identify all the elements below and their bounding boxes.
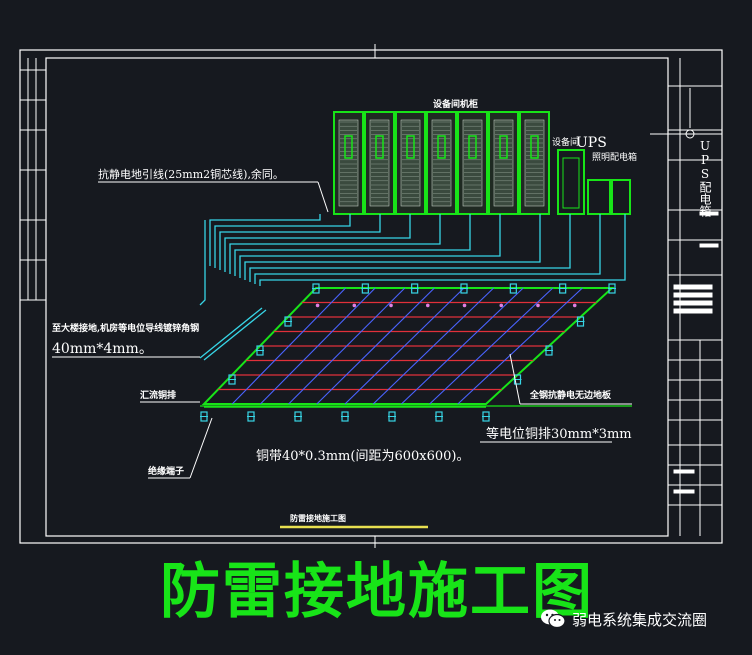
ground-lead (199, 307, 263, 359)
cabinet-panel (406, 135, 415, 159)
copper-strip-col (344, 287, 465, 405)
ups-cabinet: 设备间 UPS (552, 135, 607, 215)
ups-distribution-label: UPS配电箱 (634, 139, 712, 217)
cabinet-panel (375, 135, 384, 159)
cabinet-door (400, 119, 421, 207)
lighting-box-text: 照明配电箱 (592, 151, 637, 163)
cable-run (234, 214, 471, 276)
copper-strip-col (401, 287, 524, 405)
raised-floor-grid (200, 283, 632, 422)
watermark: 弱电系统集成交流圈 (540, 608, 707, 630)
cable-run (219, 214, 381, 270)
copper-strip-col (316, 287, 435, 405)
ups-label: UPS (576, 135, 607, 151)
cabinet-panel (499, 135, 508, 159)
cabinet-panel (468, 135, 477, 159)
annotations: 抗静电地引线(25mm2铜芯线),余同。 至大楼接地,机房等电位导线镀锌角钢 4… (52, 167, 632, 529)
ups-prefix-label: 设备间 (552, 136, 579, 148)
copper-strip-col (231, 287, 346, 405)
floor-leader (509, 353, 521, 405)
grid-node (352, 303, 357, 308)
grid-node (315, 303, 320, 308)
cabinet-door (493, 119, 514, 207)
lighting-box (587, 179, 611, 215)
cable-run (239, 214, 501, 278)
antistatic-lead-label: 抗静电地引线(25mm2铜芯线),余同。 (98, 167, 284, 181)
inner-border (45, 57, 669, 537)
cabinet-door (462, 119, 483, 207)
drawing-subtitle: 防雷接地施工图 (290, 513, 346, 523)
grid-node (389, 303, 393, 308)
lighting-box-label: 照明配电箱 (592, 151, 637, 163)
cabinet-door (524, 119, 545, 207)
copper-strip-col (372, 287, 494, 405)
cabinet-door (369, 119, 390, 207)
grounding-cables (199, 214, 626, 361)
floor-label: 全钢抗静电无边地板 (529, 389, 612, 401)
cable-run (199, 220, 206, 306)
building-ground-label-1: 至大楼接地,机房等电位导线镀锌角钢 (52, 322, 199, 334)
copper-strip-col (457, 287, 583, 405)
grid-node (425, 303, 430, 308)
insulator-label: 绝缘端子 (148, 465, 184, 477)
busbar-label: 汇流铜排 (140, 389, 176, 401)
drawing-title: 防雷接地施工图 (160, 557, 594, 627)
cabinet-panel (530, 135, 539, 159)
cable-run (229, 214, 441, 274)
cabinet-door (431, 119, 452, 207)
cable-run (254, 214, 601, 284)
left-strip (20, 58, 46, 301)
cable-run (224, 214, 411, 272)
cabinet-door (338, 119, 359, 207)
cable-run (209, 214, 321, 266)
grid-node (462, 303, 467, 308)
outer-border (19, 49, 723, 544)
wechat-icon (540, 608, 566, 630)
copper-strip-col (260, 287, 376, 405)
cabinet-panel (437, 135, 446, 159)
title-block (650, 58, 722, 536)
insulator-leader (189, 417, 213, 479)
ground-lead (203, 309, 267, 361)
copper-strip-col (288, 287, 406, 405)
cable-run (249, 214, 571, 282)
grid-node (499, 303, 504, 308)
cabinet-panel (344, 135, 353, 159)
grid-node (536, 303, 540, 308)
cable-run (214, 214, 351, 268)
cabinet-group-label: 设备间机柜 (433, 98, 478, 110)
ups-distribution-box (611, 179, 631, 215)
copper-strip-col (429, 287, 554, 405)
watermark-text: 弱电系统集成交流圈 (572, 610, 708, 629)
cable-run (259, 214, 626, 286)
copper-strip-label: 铜带40*0.3mm(间距为600x600)。 (256, 449, 469, 464)
cable-run (244, 214, 541, 280)
antistatic-lead-leader (317, 181, 329, 213)
grid-node (572, 303, 577, 308)
building-ground-label-2: 40mm*4mm。 (52, 341, 153, 357)
equipment-cabinets (333, 111, 550, 215)
equipotential-label: 等电位铜排30mm*3mm (486, 426, 632, 442)
ups-distribution-text: UPS配电箱 (634, 139, 712, 217)
